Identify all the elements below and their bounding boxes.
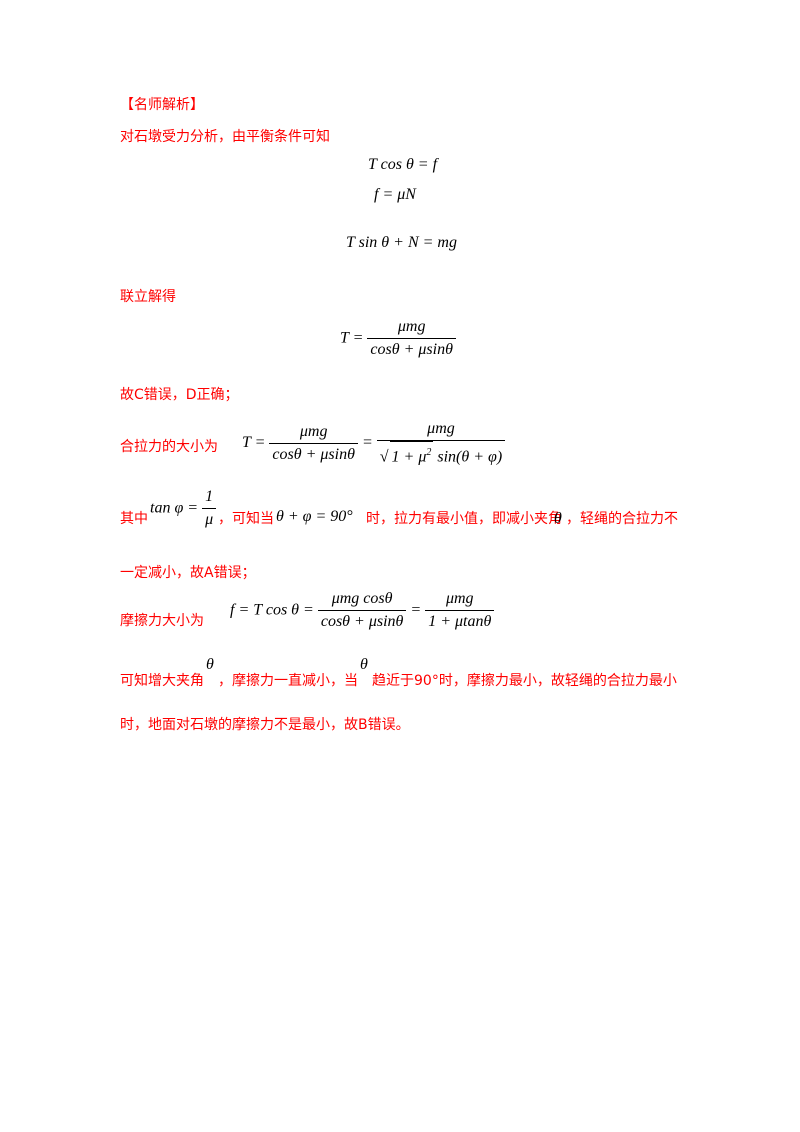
theta-symbol-2: θ: [206, 656, 214, 673]
equation-tension: T = μmg cosθ + μsinθ: [340, 316, 456, 361]
equation-resultant: T = μmg cosθ + μsinθ = μmg √1 + μ2 sin(θ…: [242, 418, 506, 468]
numerator: μmg cosθ: [317, 588, 407, 611]
equals-sign: =: [410, 601, 422, 619]
fraction: 1 μ: [202, 486, 217, 531]
eq-lhs: f = T cos θ =: [230, 601, 314, 619]
equation-3: T sin θ + N = mg: [346, 234, 457, 251]
sqrt-content: 1 + μ2: [389, 441, 434, 468]
equation-tanphi: tan φ = 1 μ: [150, 486, 217, 531]
sqrt-symbol: √: [379, 448, 389, 466]
denominator: cosθ + μsinθ: [370, 341, 453, 358]
condition-equation: θ + φ = 90°: [276, 508, 353, 525]
eq-lhs: tan φ =: [150, 499, 199, 517]
numerator: 1: [202, 486, 217, 509]
denominator: μ: [205, 511, 214, 528]
resultant-label: 合拉力的大小为: [120, 439, 218, 455]
conclusion-cd: 故C错误，D正确；: [120, 387, 239, 403]
final-text-3: 趋近于90°时，摩擦力最小，故轻绳的合拉力最小: [372, 673, 677, 689]
intro-text: 对石墩受力分析，由平衡条件可知: [120, 129, 330, 145]
equation-2: f = μN: [374, 186, 416, 203]
fraction-2: μmg 1 + μtanθ: [425, 588, 495, 633]
where-label: 其中: [120, 511, 148, 527]
condition-text-2: 时，拉力有最小值，即减小夹角: [366, 511, 562, 527]
eq-lhs: T =: [340, 329, 364, 347]
equation-1: T cos θ = f: [368, 156, 438, 173]
numerator: μmg: [376, 418, 506, 441]
sqrt-base: 1 + μ: [391, 448, 427, 466]
fraction-2: μmg √1 + μ2 sin(θ + φ): [376, 418, 506, 468]
fraction-1: μmg cosθ + μsinθ: [269, 421, 358, 466]
solve-label: 联立解得: [120, 289, 176, 305]
conclusion-a: 一定减小，故A错误；: [120, 565, 256, 581]
equation-friction: f = T cos θ = μmg cosθ cosθ + μsinθ = μm…: [230, 588, 495, 633]
denominator: cosθ + μsinθ: [320, 613, 404, 630]
denominator: 1 + μtanθ: [428, 613, 492, 630]
condition-text-1: ，可知当: [218, 511, 274, 527]
condition-text-3: ，轻绳的合拉力不: [566, 511, 678, 527]
denominator: √1 + μ2 sin(θ + φ): [377, 441, 505, 468]
denominator: cosθ + μsinθ: [272, 445, 355, 463]
fraction: μmg cosθ + μsinθ: [367, 316, 456, 361]
numerator: μmg: [269, 421, 358, 444]
equals-sign: =: [361, 434, 373, 452]
theta-symbol-3: θ: [360, 656, 368, 673]
final-text-4: 时，地面对石墩的摩擦力不是最小，故B错误。: [120, 717, 410, 733]
numerator: μmg: [425, 588, 495, 611]
numerator: μmg: [367, 316, 456, 339]
friction-label: 摩擦力大小为: [120, 613, 204, 629]
final-text-1: 可知增大夹角: [120, 673, 204, 689]
heading: 【名师解析】: [120, 97, 204, 113]
eq-lhs: T =: [242, 434, 266, 452]
fraction-1: μmg cosθ cosθ + μsinθ: [317, 588, 407, 633]
exponent: 2: [426, 447, 432, 458]
sin-term: sin(θ + φ): [437, 448, 503, 466]
theta-symbol: θ: [554, 510, 562, 527]
final-text-2: ，摩擦力一直减小，当: [218, 673, 358, 689]
